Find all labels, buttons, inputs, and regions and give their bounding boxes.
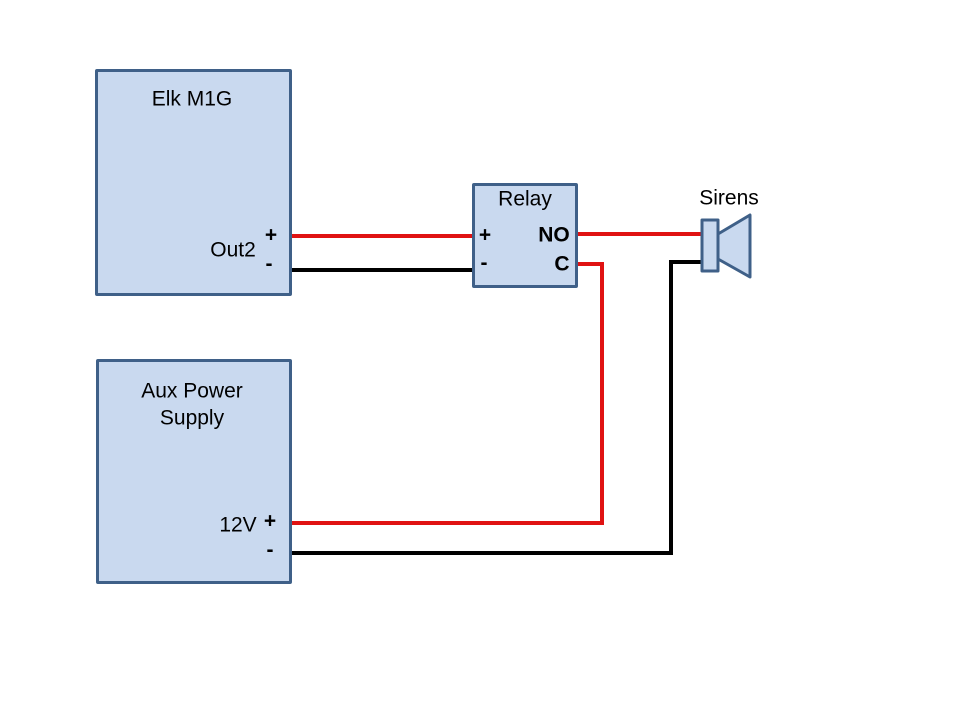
elk-m1g-box: [95, 69, 292, 296]
wire-to-siren-minus: [669, 260, 704, 264]
aux-title-line1: Aux Power: [141, 379, 243, 403]
wire-aux-minus-horizontal: [290, 551, 673, 555]
relay-plus-terminal: +: [478, 223, 492, 247]
sirens-label: Sirens: [699, 186, 759, 210]
wire-aux-minus-vertical: [669, 260, 673, 555]
aux-minus-terminal: -: [266, 538, 274, 562]
wire-elk-minus-to-relay-minus: [290, 268, 474, 272]
speaker-icon: [700, 213, 752, 279]
elk-plus-terminal: +: [264, 223, 278, 247]
aux-title-line2: Supply: [159, 406, 225, 430]
wire-relay-c-horizontal: [576, 262, 604, 266]
relay-title: Relay: [498, 187, 552, 211]
wire-relay-c-vertical: [600, 262, 604, 525]
speaker-horn: [716, 213, 752, 279]
relay-box: [472, 183, 578, 288]
relay-minus-terminal: -: [480, 251, 488, 275]
aux-power-supply-box: [96, 359, 292, 584]
aux-12v-label: 12V: [219, 513, 257, 537]
wire-relay-no-to-siren: [576, 232, 704, 236]
elk-m1g-title: Elk M1G: [151, 87, 233, 111]
elk-out2-label: Out2: [210, 238, 256, 262]
relay-c-terminal: C: [554, 252, 570, 276]
wire-aux-plus-horizontal: [290, 521, 604, 525]
elk-minus-terminal: -: [265, 252, 273, 276]
relay-no-terminal: NO: [538, 223, 570, 247]
aux-plus-terminal: +: [263, 509, 277, 533]
speaker-driver: [700, 218, 720, 273]
wire-elk-plus-to-relay-plus: [290, 234, 474, 238]
